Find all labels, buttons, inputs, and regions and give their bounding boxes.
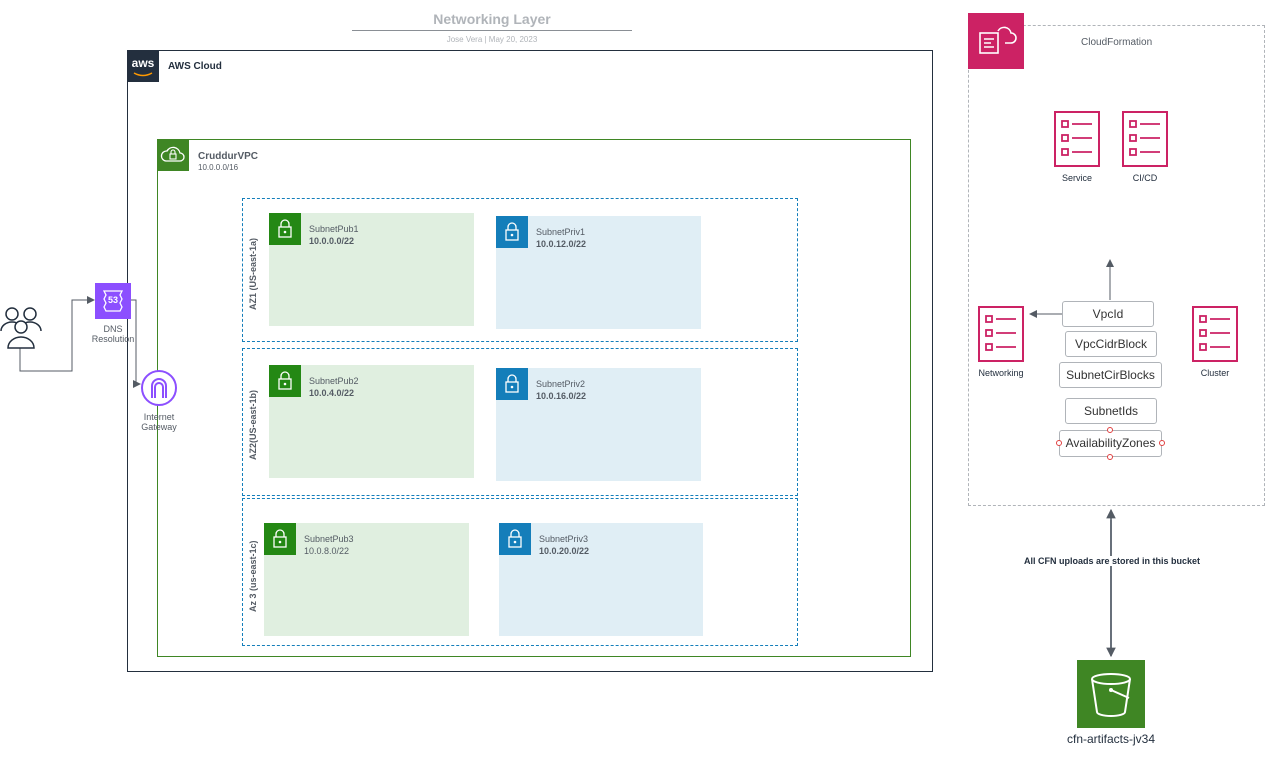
stack-cicd-label: CI/CD [1132, 173, 1158, 183]
subnet-cidr: 10.0.4.0/22 [309, 388, 355, 398]
subnet-pub3: SubnetPub3 10.0.8.0/22 [264, 523, 469, 636]
users-to-dns-line [19, 296, 95, 372]
subnet-pub2: SubnetPub2 10.0.4.0/22 [269, 365, 474, 478]
aws-smile-icon [133, 72, 153, 77]
az-3-group [242, 498, 798, 646]
subnet-priv1: SubnetPriv1 10.0.12.0/22 [496, 216, 701, 329]
dns-to-igw-line [130, 299, 141, 388]
stack-service-label: Service [1061, 173, 1092, 183]
title-divider [352, 30, 632, 31]
subnet-cidr: 10.0.16.0/22 [536, 391, 587, 401]
subnet-name: SubnetPub2 [309, 376, 359, 386]
param-vpcid[interactable]: VpcId [1062, 301, 1154, 327]
lock-icon [264, 523, 296, 555]
aws-cloud-label: AWS Cloud [168, 61, 222, 72]
aws-cloud-group [127, 50, 933, 672]
vpc-name: CruddurVPC [198, 151, 258, 162]
az-2-group [242, 348, 798, 496]
subnet-name: SubnetPriv1 [536, 227, 586, 237]
subnet-cidr: 10.0.12.0/22 [536, 239, 587, 249]
subnet-cidr: 10.0.8.0/22 [304, 546, 350, 556]
bucket-arrow-label: All CFN uploads are stored in this bucke… [990, 556, 1234, 566]
selection-handle-right[interactable] [1159, 440, 1165, 446]
az-1-group [242, 198, 798, 342]
dns-label: DNS Resolution [91, 324, 135, 344]
lock-icon [496, 368, 528, 400]
selection-handle-left[interactable] [1056, 440, 1062, 446]
stack-networking-icon [978, 306, 1024, 362]
diagram-title: Networking Layer [433, 11, 551, 27]
subnet-cidr: 10.0.0.0/22 [309, 236, 355, 246]
selection-handle-top[interactable] [1107, 427, 1113, 433]
param-subnetcirblocks[interactable]: SubnetCirBlocks [1059, 362, 1162, 388]
az-3-label: Az 3 (us-east-1c) [248, 540, 258, 612]
users-icon [0, 307, 42, 349]
param-availabilityzones[interactable]: AvailabilityZones [1059, 430, 1162, 457]
vpc-cidr: 10.0.0.0/16 [198, 163, 239, 172]
subnet-priv3: SubnetPriv3 10.0.20.0/22 [499, 523, 703, 636]
lock-icon [499, 523, 531, 555]
stack-service-icon [1054, 111, 1100, 167]
subnet-cidr: 10.0.20.0/22 [539, 546, 590, 556]
param-vpccidrblock[interactable]: VpcCidrBlock [1065, 331, 1157, 357]
stack-cluster-icon [1192, 306, 1238, 362]
subnet-name: SubnetPriv3 [539, 534, 589, 544]
cloudformation-group [968, 25, 1265, 506]
stack-cluster-label: Cluster [1200, 368, 1230, 378]
igw-label: Internet Gateway [141, 412, 177, 432]
lock-icon [269, 365, 301, 397]
route53-icon: 53 [95, 283, 131, 319]
cloudformation-label: CloudFormation [1081, 37, 1153, 48]
lock-icon [269, 213, 301, 245]
stack-cicd-icon [1122, 111, 1168, 167]
az-2-label: AZ2(US-east-1b) [248, 389, 258, 460]
vpc-cloud-lock-icon [157, 139, 189, 171]
subnet-pub1: SubnetPub1 10.0.0.0/22 [269, 213, 474, 326]
lock-icon [496, 216, 528, 248]
param-subnetids[interactable]: SubnetIds [1065, 398, 1157, 424]
route53-badge: 53 [107, 295, 118, 305]
s3-bucket-icon [1077, 660, 1145, 728]
subnet-name: SubnetPub3 [304, 534, 354, 544]
subnet-priv2: SubnetPriv2 10.0.16.0/22 [496, 368, 701, 481]
stack-networking-label: Networking [978, 368, 1024, 378]
aws-logo-text: aws [131, 56, 155, 70]
bucket-label: cfn-artifacts-jv34 [1066, 732, 1156, 746]
az-1-label: AZ1 (US-east-1a) [248, 237, 258, 310]
subnet-name: SubnetPriv2 [536, 379, 586, 389]
aws-logo-icon: aws [127, 50, 159, 82]
subnet-name: SubnetPub1 [309, 224, 359, 234]
internet-gateway-icon [141, 370, 177, 406]
selection-handle-bottom[interactable] [1107, 454, 1113, 460]
cloudformation-icon [968, 13, 1024, 69]
diagram-byline: Jose Vera | May 20, 2023 [446, 35, 538, 44]
